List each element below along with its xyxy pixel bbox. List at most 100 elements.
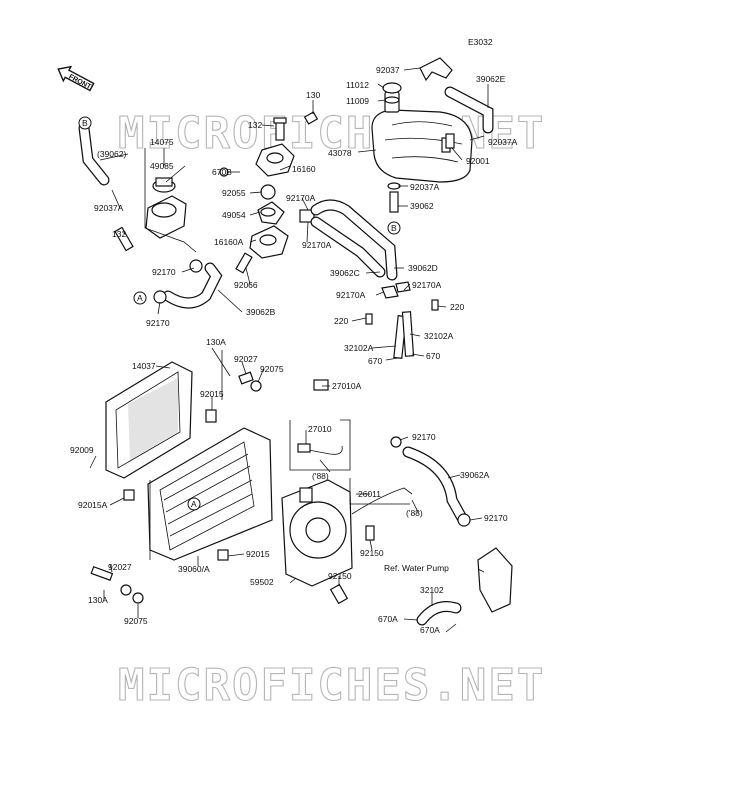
label-39062B: 39062B bbox=[246, 307, 276, 317]
label-92170-4: 92170 bbox=[484, 513, 508, 523]
label-14075: 14075 bbox=[150, 137, 174, 147]
label-132-bottom: 132 bbox=[112, 229, 126, 239]
bolt-130A-lower bbox=[90, 565, 114, 581]
label-32102: 32102 bbox=[420, 585, 444, 595]
label-32102A-right: 32102A bbox=[424, 331, 454, 341]
front-arrow-icon: FRONT bbox=[57, 65, 95, 92]
bolt-92150-b bbox=[329, 583, 349, 605]
collar-92075-upper bbox=[250, 380, 262, 392]
label-92170-2: 92170 bbox=[146, 318, 170, 328]
label-49054: 49054 bbox=[222, 210, 246, 220]
label-43078: 43078 bbox=[328, 148, 352, 158]
svg-text:A: A bbox=[137, 293, 143, 303]
group-26011-bracket bbox=[349, 478, 410, 505]
label-39062A: 39062A bbox=[460, 470, 490, 480]
label-92027-bottom: 92027 bbox=[108, 562, 132, 572]
label-92075-bottom: 92075 bbox=[124, 616, 148, 626]
label-670-right: 670 bbox=[426, 351, 440, 361]
label-130A-top: 130A bbox=[206, 337, 226, 347]
bolt-92150-a bbox=[365, 525, 375, 541]
bolts-top bbox=[114, 111, 455, 274]
label-32102A-left: 32102A bbox=[344, 343, 374, 353]
hose-39062-left bbox=[78, 122, 110, 186]
clamp-92170A-a bbox=[381, 285, 399, 299]
watermark-bottom: MICROFICHES.NET bbox=[118, 660, 545, 711]
label-88-b: ('88) bbox=[406, 508, 423, 518]
collar-92075-lower bbox=[132, 592, 144, 604]
label-39062C: 39062C bbox=[330, 268, 360, 278]
collar-92027-lower bbox=[120, 584, 132, 596]
hose-39062D bbox=[310, 199, 398, 281]
label-220-right: 220 bbox=[450, 302, 464, 312]
label-130: 130 bbox=[306, 90, 320, 100]
label-39062D: 39062D bbox=[408, 263, 438, 273]
label-92170A-3: 92170A bbox=[336, 290, 366, 300]
bolt-130A-upper bbox=[238, 371, 254, 385]
ref-b-top: B bbox=[78, 116, 92, 130]
label-92150-2: 92150 bbox=[328, 571, 352, 581]
label-88-a: ('88) bbox=[312, 471, 329, 481]
label-92015-top: 92015 bbox=[200, 389, 224, 399]
watermark-top: MICROFICHES.NET bbox=[118, 108, 545, 159]
label-26011: 26011 bbox=[358, 489, 381, 499]
label-92037A-left: 92037A bbox=[94, 203, 124, 213]
ref-b-bottom: B bbox=[387, 221, 401, 235]
hose-39062C bbox=[310, 216, 386, 278]
label-39062: 39062 bbox=[410, 201, 434, 211]
label-39062E: 39062E bbox=[476, 74, 506, 84]
label-220-left: 220 bbox=[334, 316, 348, 326]
label-11009: 11009 bbox=[346, 96, 369, 106]
label-11012: 11012 bbox=[346, 80, 369, 90]
pipe-32102 bbox=[416, 601, 462, 626]
label-92015A: 92015A bbox=[78, 500, 108, 510]
ref-a-radiator: A bbox=[187, 497, 201, 511]
label-92027-top: 92027 bbox=[234, 354, 258, 364]
switch-27010 bbox=[297, 445, 343, 455]
leader-lines bbox=[89, 67, 489, 633]
svg-text:B: B bbox=[391, 223, 397, 233]
group-27010-bracket bbox=[289, 419, 351, 471]
label-ref-water-pump: Ref. Water Pump bbox=[384, 563, 449, 573]
label-92037A-r2: 92037A bbox=[410, 182, 440, 192]
diagram-code: E3032 bbox=[468, 37, 493, 47]
clamp-92170A-b bbox=[395, 281, 411, 293]
label-92055: 92055 bbox=[222, 188, 246, 198]
clamp-92170 bbox=[189, 259, 203, 273]
label-16160: 16160 bbox=[292, 164, 316, 174]
wire-26011 bbox=[351, 487, 413, 515]
label-92037: 92037 bbox=[376, 65, 400, 75]
label-27010: 27010 bbox=[308, 424, 332, 434]
label-670B: 670B bbox=[212, 167, 232, 177]
label-670A-1: 670A bbox=[378, 614, 398, 624]
label-16160A: 16160A bbox=[214, 237, 244, 247]
label-132-top: 132 bbox=[248, 120, 262, 130]
clamp-92170-b bbox=[153, 290, 167, 304]
fan-assembly bbox=[281, 479, 353, 587]
label-92170A-2: 92170A bbox=[302, 240, 332, 250]
label-92037A-r1: 92037A bbox=[488, 137, 518, 147]
hose-39062E bbox=[444, 86, 494, 134]
label-39060A: 39060/A bbox=[178, 564, 210, 574]
sensor-27010A bbox=[313, 379, 329, 391]
radiator-shroud bbox=[105, 361, 193, 479]
label-92075-top: 92075 bbox=[260, 364, 284, 374]
water-pump-ref bbox=[477, 547, 513, 613]
label-130A-bottom: 130A bbox=[88, 595, 108, 605]
label-92009: 92009 bbox=[70, 445, 94, 455]
label-92150-1: 92150 bbox=[360, 548, 384, 558]
hose-39062B bbox=[162, 262, 223, 309]
label-92001: 92001 bbox=[466, 156, 490, 166]
part-labels: 92037 11012 11009 39062E 130 132 14075 (… bbox=[70, 65, 518, 635]
label-670A-2: 670A bbox=[420, 625, 440, 635]
label-27010A: 27010A bbox=[332, 381, 362, 391]
svg-text:B: B bbox=[82, 118, 88, 128]
label-14037: 14037 bbox=[132, 361, 156, 371]
hose-39062A bbox=[402, 446, 468, 524]
pipes-32102A bbox=[365, 299, 439, 359]
label-92170-3: 92170 bbox=[412, 432, 436, 442]
svg-text:A: A bbox=[191, 499, 197, 509]
label-59502: 59502 bbox=[250, 577, 274, 587]
label-92170A-1: 92170A bbox=[286, 193, 316, 203]
group-14075-bracket bbox=[144, 148, 197, 253]
